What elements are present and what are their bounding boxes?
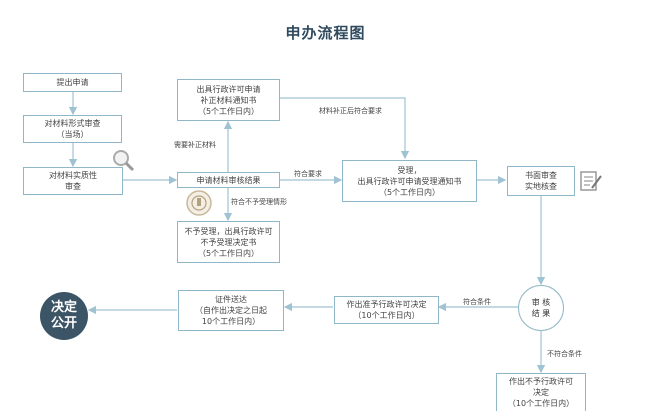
node-reject-notice: 不予受理，出具行政许可 不予受理决定书 （5个工作日内） xyxy=(177,221,280,263)
node-substantive-review: 对材料实质性 审查 xyxy=(23,167,123,195)
arrow-supplement-to-accept xyxy=(280,97,410,160)
node-supplement-notice: 出具行政许可申请 补正材料通知书 （5个工作日内） xyxy=(177,79,280,121)
node-deny-line1: 作出不予行政许可 xyxy=(509,377,573,386)
label-qualified: 符合条件 xyxy=(463,298,491,306)
node-deny-line2: 决定 xyxy=(533,388,549,397)
node-written-check-line2: 实地核查 xyxy=(525,182,557,191)
node-supplement-notice-line2: 补正材料通知书 xyxy=(200,95,257,105)
node-written-check-line1: 书面审查 xyxy=(525,171,557,180)
node-review-result: 申请材料审核结果 xyxy=(177,172,280,188)
node-substantive-review-line1: 对材料实质性 xyxy=(49,171,97,180)
document-edit-icon xyxy=(580,171,602,191)
node-certificate-line3: 10个工作日内） xyxy=(201,317,261,326)
node-approve-line2: （10个工作日内） xyxy=(353,311,420,320)
node-approve: 作出准予行政许可决定 （10个工作日内） xyxy=(334,296,439,324)
node-reject-notice-line1: 不予受理，出具行政许可 xyxy=(184,226,273,236)
node-certificate-line2: （自作出决定之日起 xyxy=(195,306,267,315)
node-review-circle-line2: 结 果 xyxy=(531,309,551,318)
node-supplement-notice-line3: （5个工作日内） xyxy=(197,106,260,116)
node-accept-notice: 受理， 出具行政许可申请受理通知书 （5个工作日内） xyxy=(342,160,477,202)
node-submit-text: 提出申请 xyxy=(56,78,89,87)
node-review-circle-line1: 审 核 xyxy=(531,298,551,307)
node-review-result-text: 申请材料审核结果 xyxy=(196,175,261,185)
node-deny-line3: （10个工作日内） xyxy=(507,399,575,408)
node-formal-review-line2: （当场） xyxy=(56,130,89,139)
node-supplement-notice-line1: 出具行政许可申请 xyxy=(196,84,261,94)
node-accept-notice-line2: 出具行政许可申请受理通知书 xyxy=(357,176,462,186)
node-substantive-review-line2: 审查 xyxy=(65,182,81,191)
label-unqualified: 不符合条件 xyxy=(547,350,582,358)
node-submit: 提出申请 xyxy=(23,73,122,92)
node-disclose: 决定 公开 xyxy=(40,292,88,340)
node-accept-notice-line1: 受理， xyxy=(397,165,422,175)
node-formal-review: 对材料形式审查 （当场） xyxy=(23,115,122,143)
node-deny: 作出不予行政许可 决定 （10个工作日内） xyxy=(496,373,586,411)
node-written-check: 书面审查 实地核查 xyxy=(507,166,575,196)
node-review-circle: 审 核 结 果 xyxy=(518,285,564,331)
node-certificate-line1: 证件送达 xyxy=(215,295,247,304)
page-title: 申办流程图 xyxy=(285,24,366,42)
label-meets: 符合要求 xyxy=(294,170,322,178)
node-disclose-line2: 公开 xyxy=(50,316,77,331)
node-formal-review-line1: 对材料形式审查 xyxy=(44,119,101,128)
node-reject-notice-line2: 不予受理决定书 xyxy=(200,237,257,247)
stamp-icon xyxy=(186,190,212,216)
label-not-accepted: 符合不予受理情形 xyxy=(231,198,287,206)
node-reject-notice-line3: （5个工作日内） xyxy=(197,248,260,258)
node-disclose-line1: 决定 xyxy=(50,300,77,315)
node-accept-notice-line3: （5个工作日内） xyxy=(378,187,441,197)
node-certificate: 证件送达 （自作出决定之日起 10个工作日内） xyxy=(178,290,284,331)
node-approve-line1: 作出准予行政许可决定 xyxy=(346,300,427,309)
label-need-supplement: 需要补正材料 xyxy=(174,141,216,149)
magnifier-icon xyxy=(113,150,135,172)
label-supplement-ok: 材料补正后符合要求 xyxy=(319,107,382,115)
